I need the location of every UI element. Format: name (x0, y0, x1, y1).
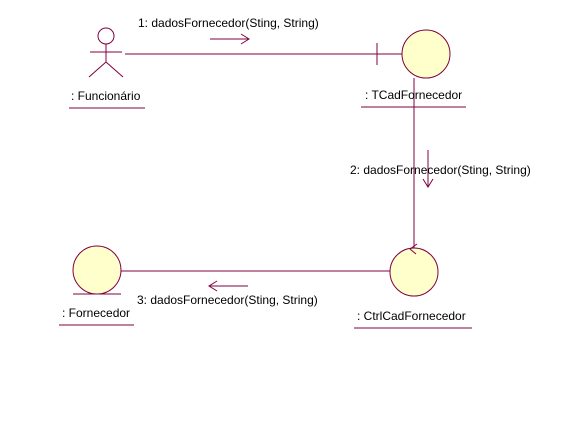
message-2-label: 2: dadosFornecedor(Sting, String) (350, 163, 531, 177)
message-2-arrow-icon (422, 150, 434, 188)
object-tcadfornecedor-name: : TCadFornecedor (365, 88, 463, 102)
object-ctrlcadfornecedor-name: : CtrlCadFornecedor (357, 309, 466, 323)
message-3-label: 3: dadosFornecedor(Sting, String) (137, 293, 318, 307)
object-funcionario-name: : Funcionário (71, 89, 141, 103)
object-fornecedor-name: : Fornecedor (62, 306, 131, 320)
message-1-label: 1: dadosFornecedor(Sting, String) (138, 16, 319, 30)
message-3-arrow-icon (208, 280, 248, 292)
control-ctrlcadfornecedor-icon[interactable] (389, 243, 439, 297)
entity-fornecedor-icon[interactable] (72, 245, 122, 295)
actor-funcionario-icon[interactable] (88, 27, 124, 78)
boundary-tcadfornecedor-icon[interactable] (376, 29, 451, 79)
message-1-arrow-icon (210, 33, 250, 45)
